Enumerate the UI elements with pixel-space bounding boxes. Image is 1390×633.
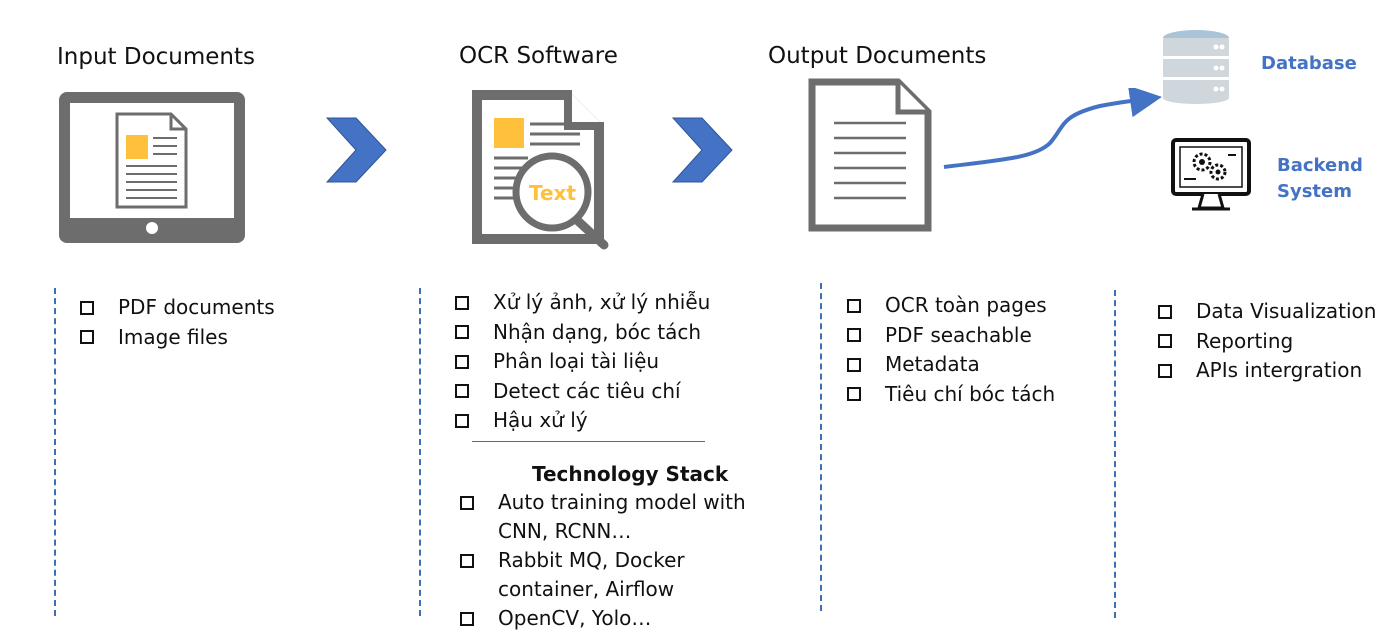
checkbox-icon bbox=[847, 387, 861, 402]
checkbox-icon bbox=[1158, 304, 1172, 319]
checkbox-icon bbox=[460, 612, 474, 626]
list-item: Tiêu chí bóc tách bbox=[847, 380, 1055, 410]
backend-features-list: Data Visualization Reporting APIs interg… bbox=[1158, 297, 1376, 386]
list-item: Detect các tiêu chí bbox=[455, 377, 710, 407]
checkbox-icon bbox=[80, 330, 94, 345]
column-divider bbox=[1114, 290, 1116, 618]
checkbox-icon bbox=[460, 496, 474, 510]
list-item: Data Visualization bbox=[1158, 297, 1376, 327]
checkbox-icon bbox=[80, 300, 94, 315]
chevron-right-icon bbox=[326, 117, 387, 183]
checkbox-icon bbox=[847, 357, 861, 372]
output-features-list: OCR toàn pages PDF seachable Metadata Ti… bbox=[847, 291, 1055, 409]
column-divider bbox=[54, 288, 56, 616]
curved-arrow-icon bbox=[943, 88, 1162, 169]
list-item: Nhận dạng, bóc tách bbox=[455, 318, 710, 348]
list-item: OpenCV, Yolo… bbox=[460, 604, 746, 633]
separator-line bbox=[472, 441, 705, 442]
list-item: Xử lý ảnh, xử lý nhiễu bbox=[455, 288, 710, 318]
list-item: OCR toàn pages bbox=[847, 291, 1055, 321]
list-item: Hậu xử lý bbox=[455, 406, 710, 436]
input-features-list: PDF documents Image files bbox=[80, 293, 275, 352]
input-documents-heading: Input Documents bbox=[57, 44, 256, 70]
column-divider bbox=[820, 283, 822, 611]
ocr-features-list: Xử lý ảnh, xử lý nhiễu Nhận dạng, bóc tá… bbox=[455, 288, 710, 436]
technology-stack-title: Technology Stack bbox=[532, 462, 729, 486]
list-item: Metadata bbox=[847, 350, 1055, 380]
checkbox-icon bbox=[1158, 334, 1172, 349]
chevron-right-icon bbox=[672, 117, 733, 183]
output-document-icon bbox=[808, 78, 932, 232]
checkbox-icon bbox=[847, 298, 861, 313]
checkbox-icon bbox=[455, 413, 469, 428]
ocr-icon-text: Text bbox=[529, 181, 577, 205]
checkbox-icon bbox=[455, 325, 469, 340]
checkbox-icon bbox=[847, 328, 861, 343]
checkbox-icon bbox=[460, 554, 474, 568]
checkbox-icon bbox=[455, 295, 469, 310]
list-item: PDF seachable bbox=[847, 321, 1055, 351]
checkbox-icon bbox=[1158, 363, 1172, 378]
database-label: Database bbox=[1261, 53, 1357, 74]
ocr-software-heading: OCR Software bbox=[459, 43, 618, 69]
list-item: Image files bbox=[80, 323, 275, 353]
column-divider bbox=[419, 288, 421, 616]
checkbox-icon bbox=[455, 354, 469, 369]
checkbox-icon bbox=[455, 384, 469, 399]
list-item: Phân loại tài liệu bbox=[455, 347, 710, 377]
tablet-document-icon bbox=[59, 92, 245, 243]
database-icon bbox=[1163, 30, 1229, 104]
backend-label-line1: Backend bbox=[1277, 155, 1363, 176]
backend-label-line2: System bbox=[1277, 181, 1352, 202]
list-item: APIs intergration bbox=[1158, 356, 1376, 386]
list-item: Reporting bbox=[1158, 327, 1376, 357]
output-documents-heading: Output Documents bbox=[768, 43, 987, 69]
list-item: PDF documents bbox=[80, 293, 275, 323]
backend-monitor-gears-icon bbox=[1171, 138, 1251, 211]
ocr-magnifier-document-icon bbox=[472, 90, 609, 250]
